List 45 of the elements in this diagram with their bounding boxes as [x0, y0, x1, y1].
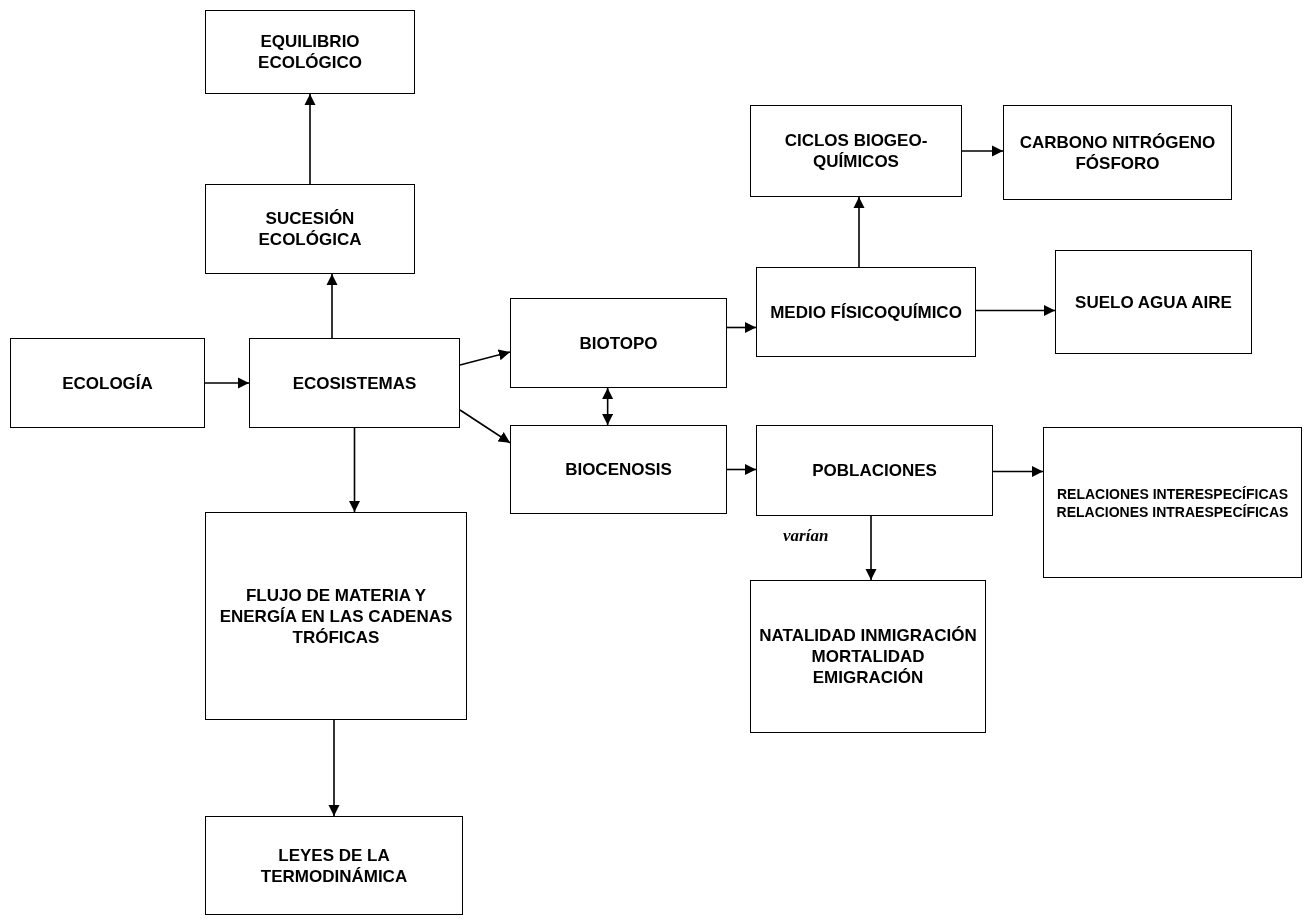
- concept-box: [756, 267, 976, 357]
- concept-box: [1055, 250, 1252, 354]
- arrow: [602, 387, 614, 426]
- concept-text: SUELO AGUA AIRE: [1075, 291, 1232, 313]
- arrow: [726, 463, 757, 476]
- concept-box: [249, 338, 460, 428]
- concept-text: BIOCENOSIS: [565, 459, 672, 480]
- concept-box: [750, 105, 962, 197]
- arrow: [304, 93, 316, 185]
- concept-text: ECOLOGÍA: [62, 372, 153, 394]
- arrow: [204, 377, 250, 389]
- arrow: [975, 304, 1056, 317]
- concept-text: LEYES DE LA TERMODINÁMICA: [259, 844, 409, 887]
- arrow: [961, 145, 1004, 157]
- concept-box: [10, 338, 205, 428]
- concept-box: [205, 816, 463, 915]
- concept-text: EQUILIBRIO ECOLÓGICO: [257, 31, 363, 73]
- arrow: [328, 719, 340, 817]
- arrow: [853, 196, 865, 268]
- concept-text: FLUJO DE MATERIA Y ENERGÍA EN LAS CADENAS TRÓFICAS: [218, 584, 454, 648]
- concept-text: NATALIDAD INMIGRACIÓN MORTALIDAD EMIGRACIÓN: [759, 625, 977, 688]
- arrow: [865, 515, 877, 581]
- arrow: [326, 273, 338, 339]
- concept-box: [205, 184, 415, 274]
- arrow: [726, 321, 757, 334]
- arrow: [459, 349, 511, 366]
- concept-box: [756, 425, 993, 516]
- arrow: [459, 409, 511, 444]
- arrow: [992, 465, 1044, 478]
- concept-text: CICLOS BIOGEO- QUÍMICOS: [783, 130, 929, 172]
- concept-text: BIOTOPO: [579, 332, 658, 354]
- concept-text: RELACIONES INTERESPECÍFICAS RELACIONES INTRAESPECÍFICAS: [1055, 484, 1290, 521]
- concept-text: MEDIO FÍSICOQUÍMICO: [770, 301, 962, 323]
- concept-box: [205, 512, 467, 720]
- concept-box: [510, 425, 727, 514]
- concept-box: [205, 10, 415, 94]
- concept-text: CARBONO NITRÓGENO FÓSFORO: [1018, 131, 1217, 174]
- concept-box: [1003, 105, 1232, 200]
- concept-box: [510, 298, 727, 388]
- concept-text: SUCESIÓN ECOLÓGICA: [257, 208, 363, 250]
- arrow: [348, 427, 361, 513]
- concept-text: ECOSISTEMAS: [292, 372, 417, 394]
- concept-box: [1043, 427, 1302, 578]
- concept-box: [750, 580, 986, 733]
- concept-text: POBLACIONES: [812, 460, 937, 481]
